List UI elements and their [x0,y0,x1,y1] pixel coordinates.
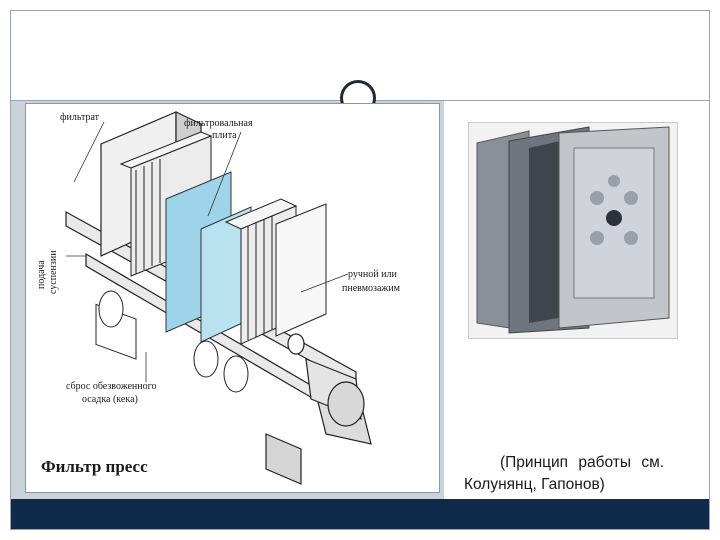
filter-press-diagram-panel: фильтрат фильтровальная плита подача сус… [25,103,440,493]
filter-plates-illustration [476,126,670,334]
slide-frame [10,10,710,530]
filter-plate-blue [165,171,252,343]
leader-lines [66,121,349,382]
caption-line-2: Колунянц, Гапонов) [464,476,605,493]
label-filtrate: фильтрат [60,112,100,123]
label-filter-plate-1: фильтровальная [184,118,253,129]
plate-stack-2 [224,198,327,345]
filter-plates-photo [468,122,678,339]
filter-press-diagram: фильтрат фильтровальная плита подача сус… [36,111,401,485]
lower-manifold [95,290,249,393]
label-cake-2: осадка (кека) [82,394,138,405]
caption-text: (Принцип работы см. Колунянц, Гапонов) [464,452,696,496]
footer-bar [11,499,709,529]
label-clamp-1: ручной или [348,269,397,280]
label-feed-2: суспензии [48,250,59,294]
hydraulic-cylinder [287,333,365,427]
label-cake-1: сброс обезвоженного [66,381,156,392]
diagram-title: Фильтр пресс [41,457,148,476]
label-feed-1: подача [36,260,47,289]
label-filter-plate-2: плита [212,130,237,141]
label-clamp-2: пневмозажим [342,283,401,294]
caption-line-1: (Принцип работы см. [500,454,665,471]
